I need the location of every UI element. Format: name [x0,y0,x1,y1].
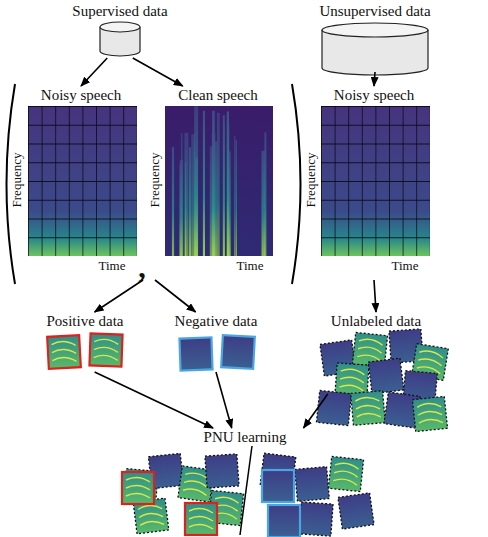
data-node: Positive data [37,312,133,372]
data-node: Unsupervised data [312,2,438,72]
arrow [374,280,376,312]
noisy-spectrogram [28,106,137,256]
arrow [81,58,107,86]
data-node: Unlabeled data [307,312,445,426]
data-node: Supervised data [62,2,178,58]
comma-mark: , [138,250,146,283]
arrow [374,72,375,86]
patches [47,329,448,537]
axis-label: Time [99,259,126,273]
separator-line [240,446,252,535]
node-heading: Noisy speech [19,86,143,104]
database-cylinder [322,23,428,75]
data-node: Noisy speech [19,86,143,280]
data-node: Noisy speech [309,86,439,280]
data-node: Clean speech [155,86,281,280]
arrow [133,58,183,86]
node-heading: Positive data [37,312,133,330]
arrow [304,394,328,428]
data-node: PNU learning [112,428,378,536]
node-heading: Negative data [165,312,267,330]
arrow [95,280,143,312]
node-heading: Noisy speech [309,86,439,104]
clean-spectrogram [165,106,273,256]
node-heading: Unlabeled data [307,312,445,330]
data-node: Negative data [165,312,267,372]
database-cylinder [100,22,140,56]
axis-label: Time [237,259,264,273]
arrow [155,280,196,312]
parenthesis [292,84,301,284]
arrow [95,372,213,428]
axis-label: Frequency [10,153,24,208]
noisy-spectrogram [321,106,430,256]
node-heading: Supervised data [62,2,178,20]
node-heading: PNU learning [112,428,378,446]
node-heading: Unsupervised data [312,2,438,20]
axis-label: Time [392,259,419,273]
node-heading: Clean speech [155,86,281,104]
arrow [216,372,232,428]
axis-label: Frequency [304,153,318,208]
axis-label: Frequency [148,153,162,208]
